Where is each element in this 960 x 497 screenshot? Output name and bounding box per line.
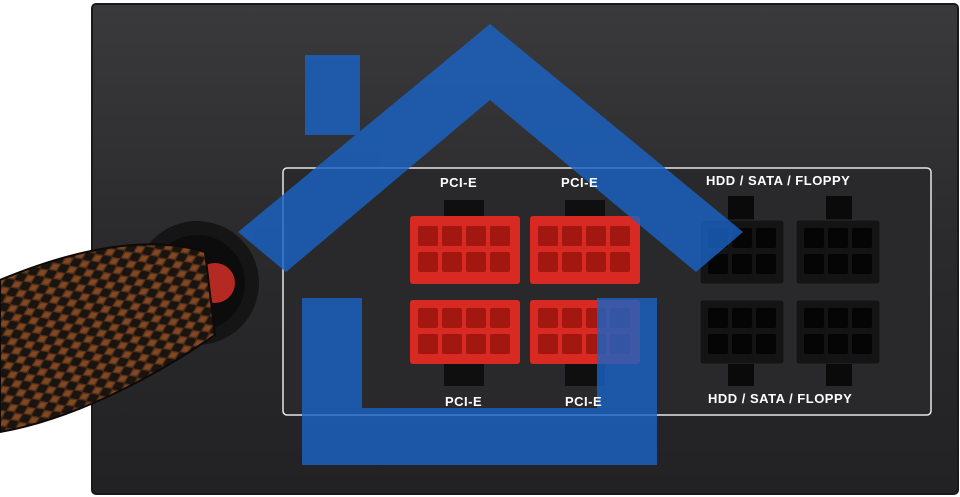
pcie-connector: [410, 200, 520, 284]
pcie-connector: [410, 300, 520, 386]
house-icon: [238, 24, 743, 465]
peripheral-connector: [795, 196, 881, 285]
label-peripheral-top: HDD / SATA / FLOPPY: [706, 173, 851, 188]
label-pcie-top-right: PCI-E: [561, 175, 599, 190]
label-peripheral-bottom: HDD / SATA / FLOPPY: [708, 391, 853, 406]
label-pcie-top-left: PCI-E: [440, 175, 478, 190]
label-pcie-bottom-left: PCI-E: [445, 394, 483, 409]
pcie-connector: [530, 200, 640, 284]
peripheral-connector: [699, 299, 785, 386]
braided-cable: [0, 244, 215, 432]
label-pcie-bottom-right: PCI-E: [565, 394, 603, 409]
peripheral-connectors: [699, 196, 881, 386]
peripheral-connector: [795, 299, 881, 386]
